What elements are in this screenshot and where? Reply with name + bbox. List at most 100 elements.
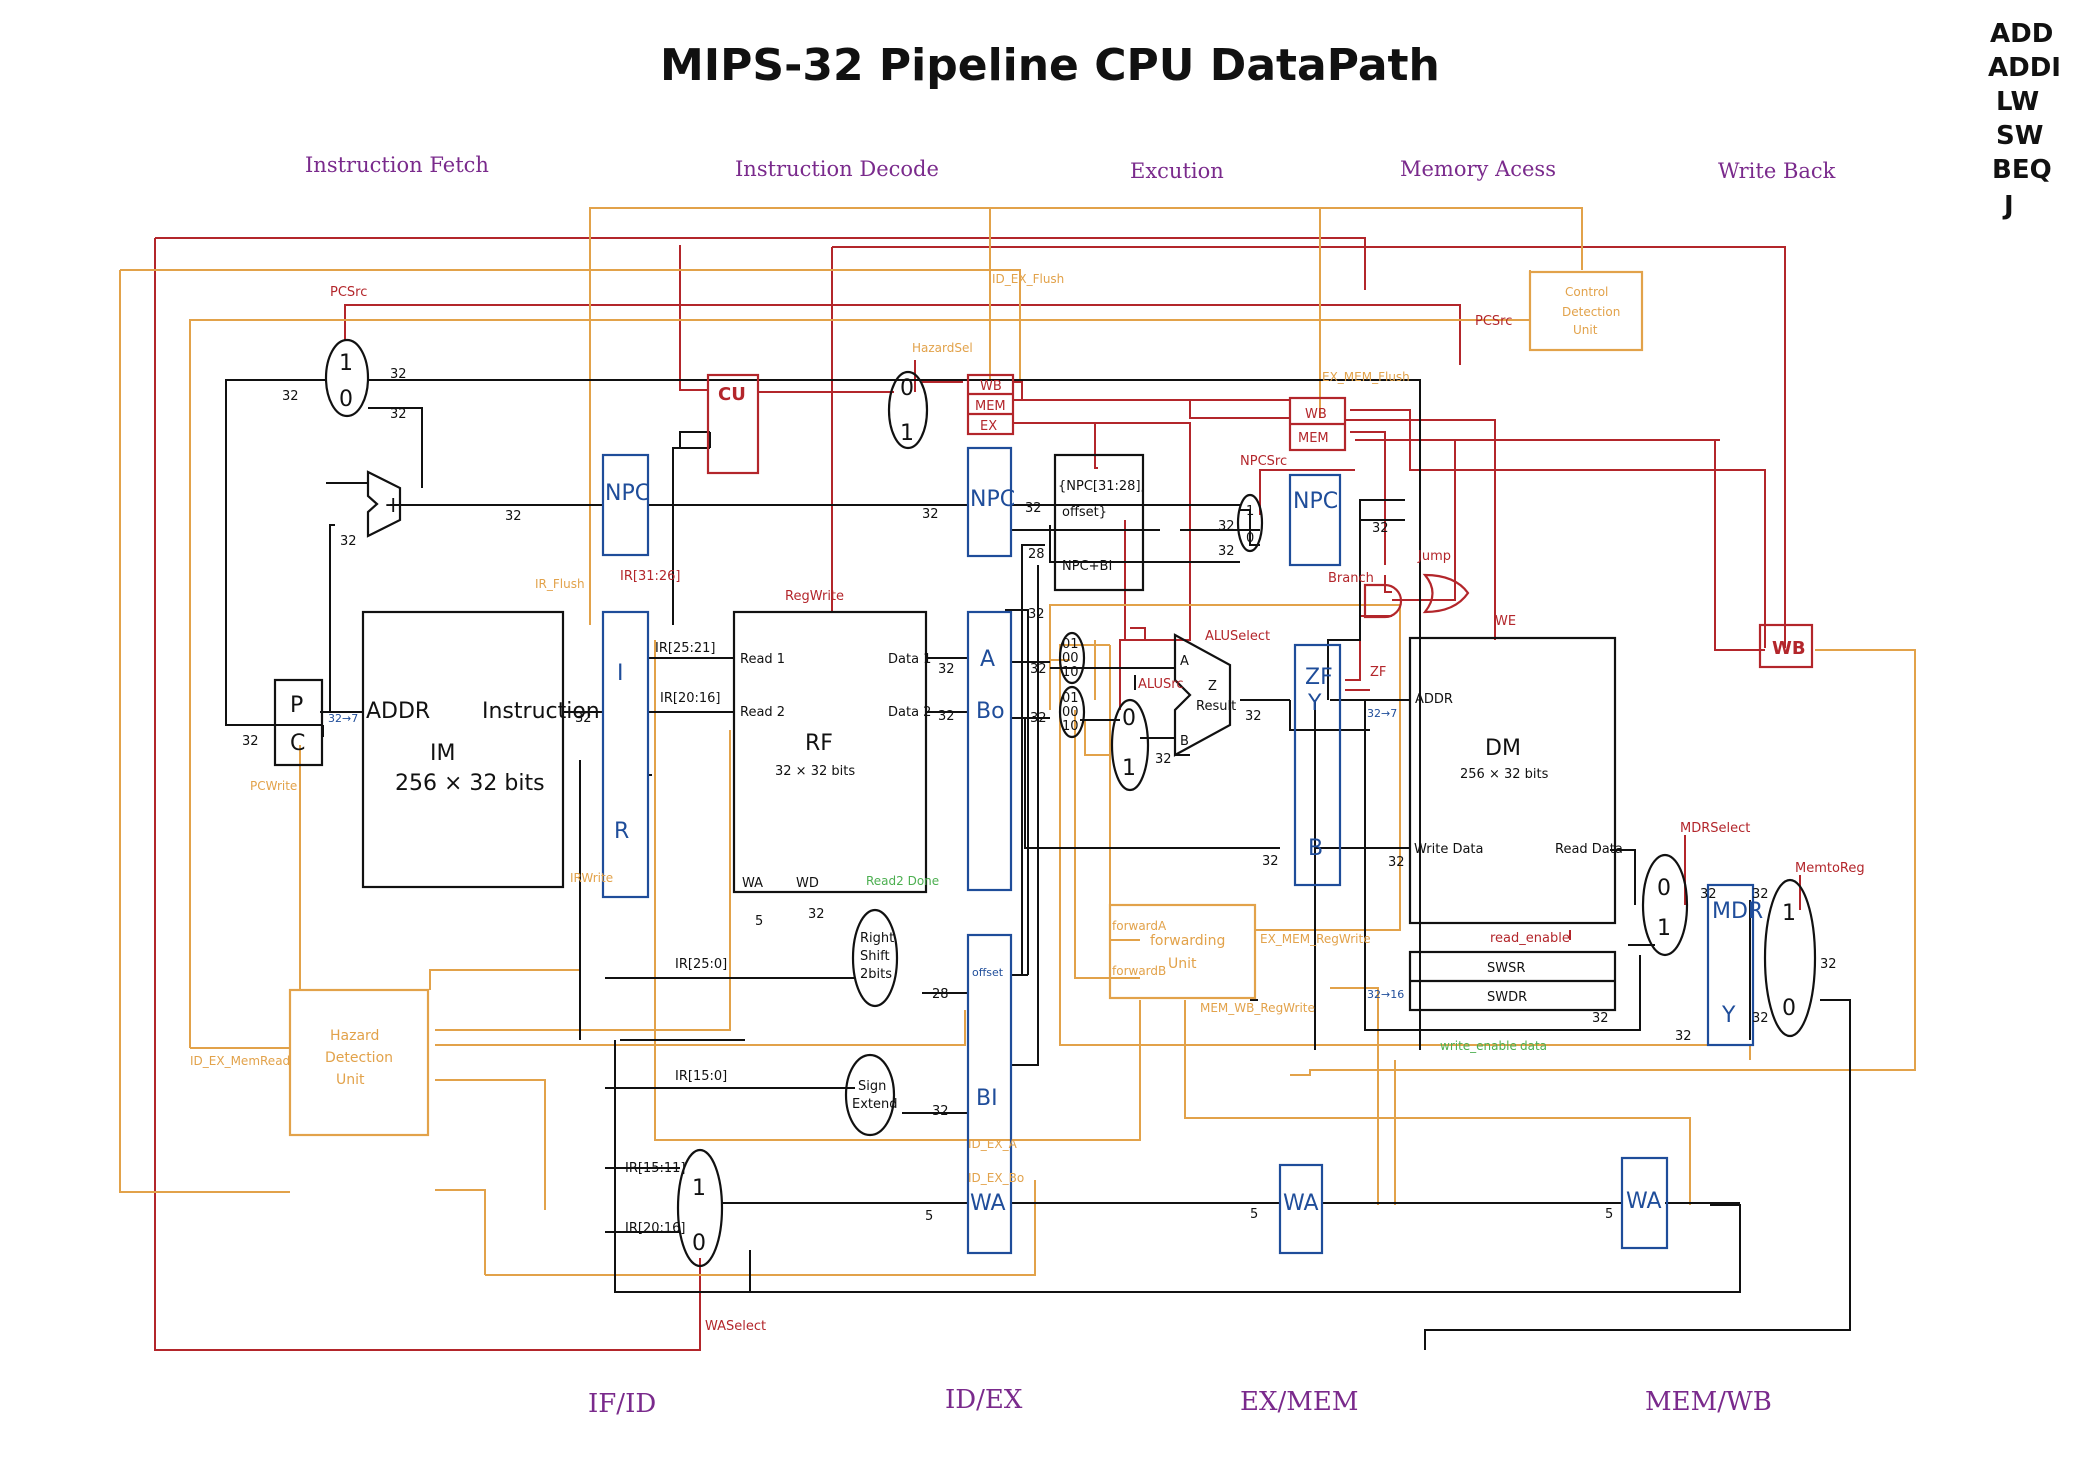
svg-text:32: 32 <box>1025 501 1042 516</box>
id-ex-ab: A Bo <box>968 612 1011 890</box>
svg-text:1: 1 <box>1657 916 1671 941</box>
label-ex-mem-regwrite: EX_MEM_RegWrite <box>1260 932 1371 946</box>
svg-text:32: 32 <box>938 709 955 724</box>
label-mdrselect: MDRSelect <box>1680 821 1750 836</box>
label-pcwrite: PCWrite <box>250 779 297 793</box>
svg-text:Sign: Sign <box>858 1079 886 1094</box>
instruction-memory: ADDR Instruction IM 256 × 32 bits <box>363 612 600 887</box>
svg-text:Unit: Unit <box>1573 323 1598 337</box>
svg-text:1: 1 <box>1246 504 1254 519</box>
mux-hazardsel: 0 1 <box>889 372 927 448</box>
svg-text:SWSR: SWSR <box>1487 961 1525 976</box>
svg-text:CU: CU <box>718 384 746 405</box>
instruction-sw: SW <box>1996 121 2043 151</box>
svg-text:MEM: MEM <box>975 399 1006 414</box>
svg-text:0: 0 <box>1782 996 1796 1021</box>
label-pcsrc-2: PCSrc <box>1475 314 1512 329</box>
pc-register: P C <box>275 680 322 765</box>
svg-text:32: 32 <box>1030 662 1047 677</box>
svg-text:offset: offset <box>972 966 1004 979</box>
label-ir-flush: IR_Flush <box>535 577 585 591</box>
svg-text:Extend: Extend <box>852 1097 898 1112</box>
label-aluselect: ALUSelect <box>1205 629 1270 644</box>
svg-text:NPC: NPC <box>605 481 650 506</box>
forward-mux-b: 01 00 10 <box>1060 687 1084 737</box>
reg-label-if-id: IF/ID <box>588 1389 656 1419</box>
svg-text:32: 32 <box>1028 607 1045 622</box>
svg-text:ADDR: ADDR <box>1415 692 1453 707</box>
svg-text:WA: WA <box>742 876 763 891</box>
label-ir-20-16b: IR[20:16] <box>625 1221 685 1236</box>
svg-text:Read 1: Read 1 <box>740 652 785 667</box>
svg-text:256 × 32 bits: 256 × 32 bits <box>1460 767 1549 782</box>
stage-label-mem: Memory Acess <box>1400 157 1556 181</box>
label-pcsrc: PCSrc <box>330 285 367 300</box>
svg-text:Read Data: Read Data <box>1555 842 1623 857</box>
svg-text:A: A <box>980 647 995 672</box>
svg-text:5: 5 <box>925 1209 933 1224</box>
svg-text:NPC: NPC <box>970 487 1015 512</box>
svg-text:32: 32 <box>1388 855 1405 870</box>
ex-mem-control: WB MEM <box>1290 398 1345 450</box>
jump-or-gate <box>1425 575 1468 612</box>
svg-text:32: 32 <box>1155 752 1172 767</box>
svg-text:32: 32 <box>1372 521 1389 536</box>
svg-text:ZF: ZF <box>1305 665 1333 690</box>
label-id-ex-flush: ID_EX_Flush <box>992 272 1064 286</box>
control-detection-unit: Control Detection Unit <box>1530 272 1642 350</box>
svg-text:32: 32 <box>1262 854 1279 869</box>
svg-text:32: 32 <box>1700 887 1717 902</box>
label-irwrite: IRWrite <box>570 871 613 885</box>
instruction-j: J <box>2002 191 2014 221</box>
control-unit: CU <box>708 375 758 473</box>
svg-text:5: 5 <box>1250 1207 1258 1222</box>
label-ir-15-0: IR[15:0] <box>675 1069 727 1084</box>
label-hazardsel: HazardSel <box>912 341 973 355</box>
svg-text:32: 32 <box>938 662 955 677</box>
reg-label-mem-wb: MEM/WB <box>1645 1387 1772 1417</box>
svg-text:1: 1 <box>1782 901 1796 926</box>
svg-text:Detection: Detection <box>1562 305 1620 319</box>
svg-text:32: 32 <box>340 534 357 549</box>
label-zf-out: ZF <box>1370 665 1386 680</box>
label-jump: Jump <box>1417 549 1451 564</box>
svg-text:P: P <box>290 693 303 718</box>
label-id-ex-memread: ID_EX_MemRead <box>190 1054 290 1068</box>
reg-label-id-ex: ID/EX <box>945 1385 1023 1415</box>
svg-text:Result: Result <box>1196 699 1236 714</box>
svg-text:WB: WB <box>1305 407 1327 422</box>
label-ir-25-0: IR[25:0] <box>675 957 727 972</box>
if-id-npc: NPC <box>603 455 650 555</box>
svg-text:32: 32 <box>1592 1011 1609 1026</box>
svg-text:32: 32 <box>1218 519 1235 534</box>
svg-text:Control: Control <box>1565 285 1608 299</box>
svg-text:32→16: 32→16 <box>1367 988 1404 1001</box>
label-ir-20-16: IR[20:16] <box>660 691 720 706</box>
svg-text:IM: IM <box>430 741 455 766</box>
svg-text:WB: WB <box>1772 638 1806 659</box>
svg-text:Bo: Bo <box>976 699 1005 724</box>
svg-text:0: 0 <box>900 376 914 401</box>
svg-text:32: 32 <box>1245 709 1262 724</box>
svg-text:32: 32 <box>282 389 299 404</box>
svg-text:5: 5 <box>755 914 763 929</box>
svg-text:32: 32 <box>390 407 407 422</box>
label-alusrc: ALUSrc <box>1138 677 1183 692</box>
svg-text:Read 2: Read 2 <box>740 705 785 720</box>
sign-extend: Sign Extend <box>846 1055 898 1135</box>
svg-text:Y: Y <box>1307 691 1322 716</box>
label-waselect: WASelect <box>705 1319 766 1334</box>
svg-text:Data 1: Data 1 <box>888 652 931 667</box>
svg-text:Shift: Shift <box>860 949 890 964</box>
stage-label-if: Instruction Fetch <box>305 153 489 177</box>
svg-text:NPC: NPC <box>1293 489 1338 514</box>
svg-text:Hazard: Hazard <box>330 1028 379 1044</box>
svg-text:10: 10 <box>1062 719 1079 734</box>
mux-pcsrc: 1 0 <box>326 340 368 416</box>
label-ex-mem-flush: EX_MEM_Flush <box>1322 370 1410 384</box>
label-id-ex-bo: ID_EX_Bo <box>968 1171 1024 1185</box>
forward-mux-a: 01 00 10 <box>1060 633 1084 683</box>
svg-text:256 × 32 bits: 256 × 32 bits <box>395 771 545 796</box>
label-npcsrc: NPCSrc <box>1240 454 1287 469</box>
